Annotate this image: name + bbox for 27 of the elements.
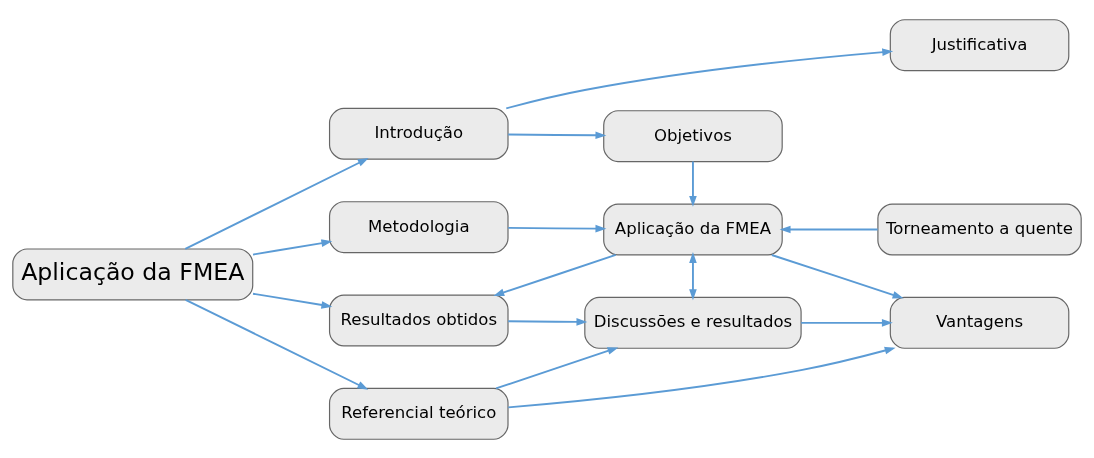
node-box: Metodologia — [328, 200, 509, 253]
node-box: Vantagens — [889, 296, 1070, 349]
arrow — [507, 224, 607, 232]
arrow — [507, 346, 896, 408]
node-box: Discussões e resultados — [584, 296, 802, 349]
node-box: Aplicação da FMEA — [603, 203, 783, 255]
arrow — [252, 238, 333, 255]
arrow — [252, 292, 333, 309]
arrow — [493, 253, 617, 296]
arrow — [689, 251, 697, 300]
arrow — [779, 225, 879, 233]
arrow — [495, 346, 619, 389]
node-box: Referencial teórico — [328, 387, 509, 440]
node-box: Resultados obtidos — [328, 294, 509, 346]
node-box: Aplicação da FMEA — [12, 247, 254, 300]
node-box: Introdução — [328, 107, 509, 160]
arrow — [184, 157, 369, 250]
arrow — [505, 47, 894, 109]
node-box: Justificativa — [889, 18, 1070, 71]
node-box: Objetivos — [603, 109, 783, 162]
arrow — [689, 160, 697, 207]
arrow — [770, 253, 904, 298]
node-box: Torneamento a quente — [877, 203, 1082, 255]
arrow — [800, 318, 893, 327]
arrow — [507, 317, 588, 326]
arrow — [184, 298, 369, 390]
arrow — [507, 131, 607, 139]
